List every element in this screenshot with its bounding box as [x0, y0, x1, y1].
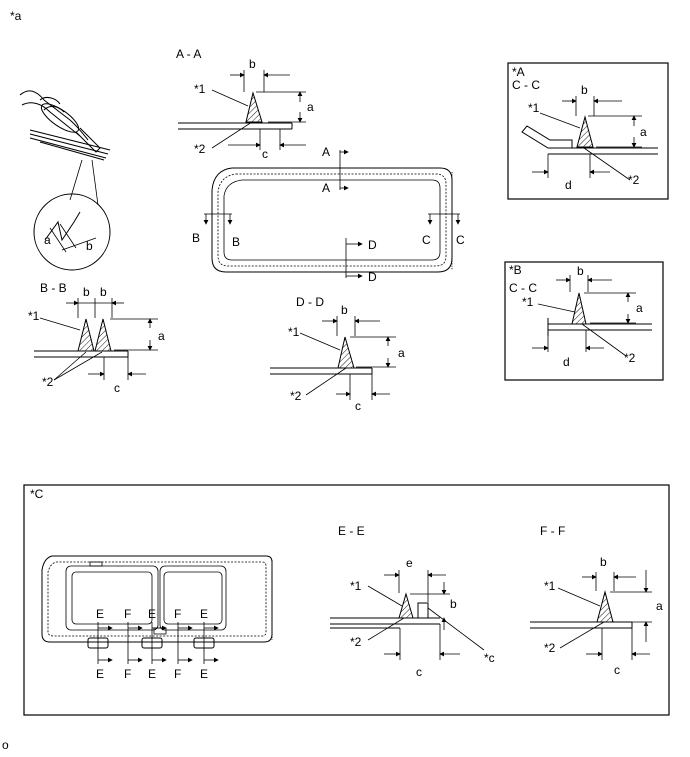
note-b-callout-1: *1: [522, 295, 534, 309]
section-bb-title: B - B: [40, 281, 67, 295]
section-dd-drawing: [270, 316, 396, 400]
bb-callout-1: *1: [28, 309, 40, 323]
ff-dim-b: b: [600, 555, 607, 569]
cut-b-right: B: [232, 235, 240, 249]
back-window-outline: [41, 555, 273, 649]
cut-a-top: A: [322, 145, 330, 159]
cut-a-bottom: A: [322, 181, 330, 195]
cut-e1-top: E: [96, 607, 104, 621]
bb-dim-b-left: b: [83, 285, 90, 299]
ff-callout-1: *1: [544, 579, 556, 593]
ee-dim-c: c: [416, 665, 422, 679]
ee-callout-c: *c: [484, 651, 495, 665]
cut-line-d: [345, 238, 363, 279]
cut-f1-bottom: F: [124, 667, 131, 681]
cut-line-c: [427, 213, 461, 225]
ff-dim-c: c: [614, 663, 620, 677]
cut-f2-top: F: [174, 607, 181, 621]
section-dd-title: D - D: [296, 295, 324, 309]
ff-dim-a: a: [656, 599, 663, 613]
dd-callout-2: *2: [290, 389, 302, 403]
dd-dim-c: c: [355, 399, 361, 413]
aa-dim-b: b: [249, 57, 256, 71]
note-b-panel: [504, 261, 664, 381]
ef-cut-markers: [97, 622, 219, 664]
note-c-label: *C: [30, 487, 44, 501]
zoom-dim-b-label: b: [86, 239, 93, 253]
ee-dim-e: e: [406, 556, 413, 570]
note-b-section-drawing: [532, 275, 652, 357]
top-tag-label: *a: [10, 9, 22, 23]
note-b-callout-2: *2: [624, 351, 636, 365]
section-aa-title: A - A: [176, 47, 201, 61]
note-a-callout-2: *2: [628, 173, 640, 187]
windshield-outline: [211, 167, 453, 273]
bb-dim-b-right: b: [100, 285, 107, 299]
section-ee-drawing: [330, 570, 485, 660]
note-b-dim-d: d: [563, 355, 570, 369]
note-a-section-drawing: [521, 96, 658, 181]
note-a-label: *A: [512, 65, 525, 79]
ee-dim-b: b: [450, 597, 457, 611]
zoom-detail-circle: [33, 193, 111, 271]
note-a-dim-b: b: [581, 83, 588, 97]
cut-e1-bottom: E: [96, 667, 104, 681]
cut-e2-bottom: E: [148, 667, 156, 681]
ff-callout-2: *2: [544, 641, 556, 655]
section-ee-title: E - E: [338, 524, 365, 538]
ee-callout-2: *2: [350, 635, 362, 649]
note-b-label: *B: [509, 263, 522, 277]
bb-dim-c: c: [114, 381, 120, 395]
dd-dim-a: a: [398, 346, 405, 360]
dd-dim-b: b: [341, 303, 348, 317]
note-a-callout-1: *1: [528, 101, 540, 115]
note-c-panel: [23, 484, 670, 716]
zoom-dim-a-label: a: [44, 233, 51, 247]
dd-callout-1: *1: [288, 325, 300, 339]
section-aa-drawing: [178, 70, 306, 150]
section-ff-title: F - F: [540, 524, 565, 538]
cut-e2-top: E: [148, 607, 156, 621]
bb-callout-2: *2: [42, 375, 54, 389]
nozzle-hand-illustration: [19, 90, 111, 206]
cut-line-b: [203, 213, 233, 225]
footer-label: o: [2, 738, 9, 752]
note-b-dim-a: a: [636, 301, 643, 315]
note-a-dim-d: d: [565, 178, 572, 192]
section-ff-drawing: [530, 570, 652, 660]
cut-e3-bottom: E: [200, 667, 208, 681]
note-b-dim-b: b: [577, 264, 584, 278]
cut-c-right: C: [456, 233, 465, 247]
cut-f2-bottom: F: [174, 667, 181, 681]
cut-c-left: C: [422, 233, 431, 247]
bb-dim-a: a: [158, 329, 165, 343]
aa-callout-2: *2: [194, 142, 206, 156]
cut-line-a: [339, 149, 349, 191]
cut-e3-top: E: [200, 607, 208, 621]
note-b-section-title: C - C: [509, 281, 537, 295]
cut-b-left: B: [192, 231, 200, 245]
note-a-panel: [507, 62, 669, 200]
section-bb-drawing: [34, 298, 158, 381]
note-a-section-title: C - C: [512, 78, 540, 92]
cut-d-top: D: [368, 238, 377, 252]
note-a-dim-a: a: [640, 125, 647, 139]
cut-d-bottom: D: [368, 270, 377, 284]
aa-callout-1: *1: [194, 82, 206, 96]
aa-dim-a: a: [307, 100, 314, 114]
aa-dim-c: c: [262, 147, 268, 161]
ee-callout-1: *1: [350, 579, 362, 593]
cut-f1-top: F: [124, 607, 131, 621]
